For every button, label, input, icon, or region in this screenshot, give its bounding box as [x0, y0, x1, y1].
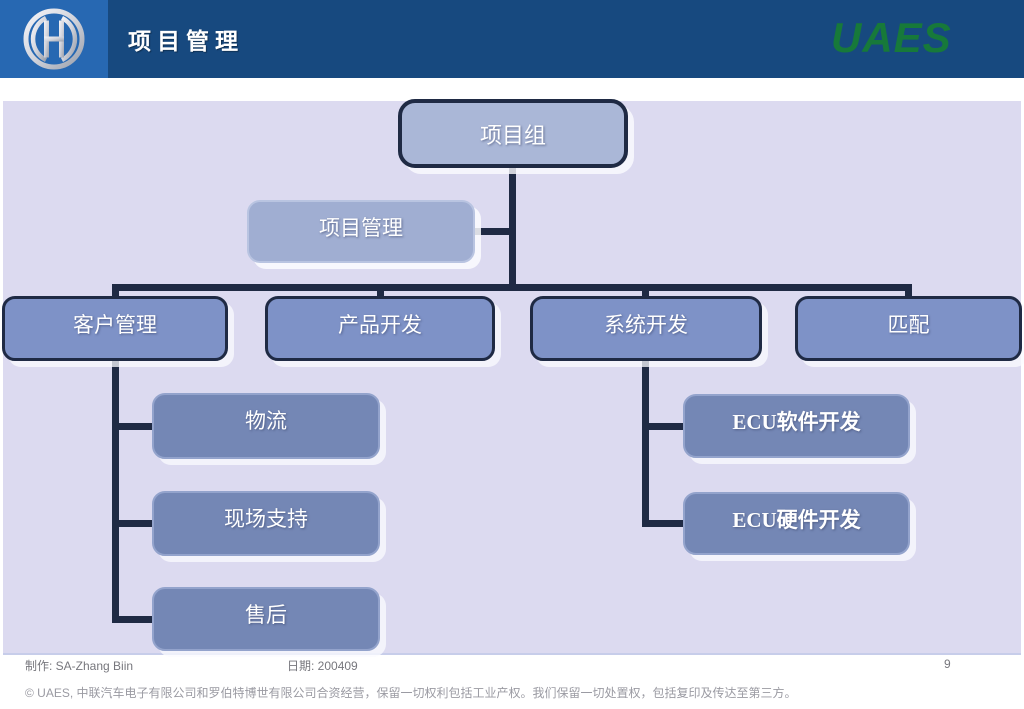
page-title: 项目管理 — [128, 29, 244, 54]
org-node-matching: 匹配 — [795, 296, 1022, 361]
org-node-label: 售后 — [245, 603, 287, 627]
org-node-staff: 项目管理 — [247, 200, 475, 263]
connector-stub-aftersales — [112, 616, 154, 623]
org-node-customer: 客户管理 — [2, 296, 228, 361]
connector-system-trunk — [642, 358, 649, 527]
brand-logo-tile — [0, 0, 108, 78]
connector-stub-matching — [905, 288, 912, 298]
connector-stub-system — [642, 288, 649, 298]
connector-root-trunk — [509, 164, 516, 291]
org-node-label: 项目管理 — [319, 216, 403, 240]
footer-date: 日期: 200409 — [287, 659, 358, 673]
org-node-logistics: 物流 — [152, 393, 380, 459]
org-node-after-sales: 售后 — [152, 587, 380, 651]
connector-stub-logistics — [112, 423, 154, 430]
footer-author: 制作: SA-Zhang Biin — [25, 659, 134, 673]
org-node-label: 客户管理 — [73, 313, 157, 337]
org-node-system: 系统开发 — [530, 296, 762, 361]
footer-page-number: 9 — [944, 657, 951, 671]
connector-staff — [474, 228, 516, 235]
connector-stub-ecu-hw — [642, 520, 686, 527]
org-node-ecu-hardware: ECU硬件开发 — [683, 492, 910, 555]
uaes-logo: UAES — [831, 14, 952, 61]
connector-stub-customer — [112, 288, 119, 298]
connector-stub-field — [112, 520, 154, 527]
bosch-armature-icon — [23, 8, 85, 70]
org-node-label: ECU硬件开发 — [732, 508, 861, 532]
connector-stub-ecu-sw — [642, 423, 686, 430]
connector-customer-trunk — [112, 358, 119, 623]
org-node-label: 现场支持 — [224, 507, 308, 531]
org-node-field-support: 现场支持 — [152, 491, 380, 556]
org-node-label: 匹配 — [887, 313, 930, 337]
slide-header: 项目管理 UAES — [0, 0, 1024, 78]
connector-level2-bus — [112, 284, 912, 291]
footer-copyright: © UAES, 中联汽车电子有限公司和罗伯特博世有限公司合资经营，保留一切权利包… — [25, 686, 797, 700]
org-node-ecu-software: ECU软件开发 — [683, 394, 910, 458]
connector-stub-product — [377, 288, 384, 298]
org-node-product: 产品开发 — [265, 296, 495, 361]
org-node-label: ECU软件开发 — [732, 410, 861, 434]
org-node-label: 项目组 — [479, 122, 546, 148]
org-node-root: 项目组 — [398, 99, 628, 168]
org-node-label: 产品开发 — [338, 313, 422, 337]
org-node-label: 物流 — [245, 409, 287, 433]
org-node-label: 系统开发 — [604, 313, 688, 337]
